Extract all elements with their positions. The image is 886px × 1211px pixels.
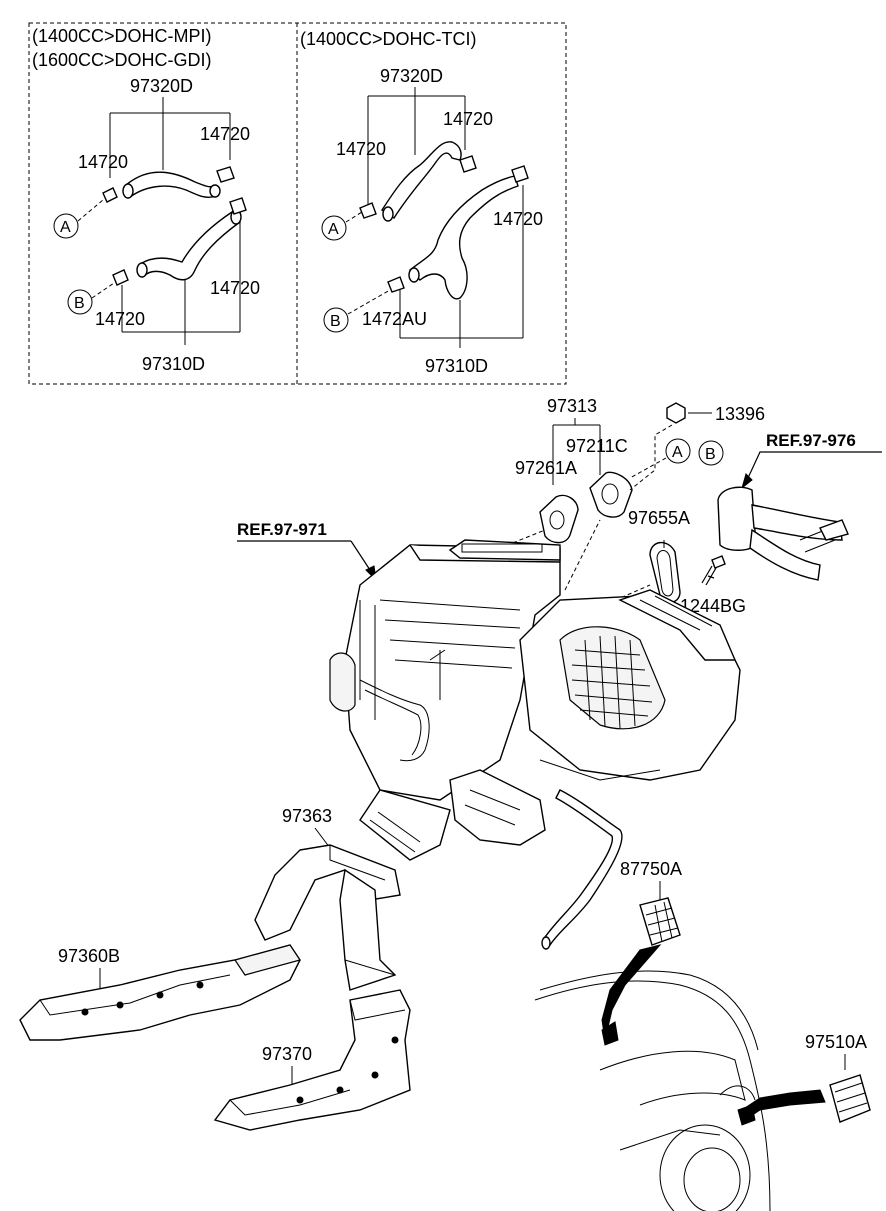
gasket-b-shape <box>589 471 633 518</box>
clamp-bottom-left-label: 14720 <box>95 309 145 329</box>
gasket-a-label: 97261A <box>515 458 577 478</box>
inset-right: (1400CC>DOHC-TCI) 97320D 14720 14720 147… <box>300 29 543 376</box>
nut-shape <box>666 402 686 424</box>
duct-rear-right-group: 97370 <box>213 989 411 1131</box>
car-body <box>534 970 771 1211</box>
marker-a-circle-right <box>321 215 347 241</box>
vent-rear-label: 97510A <box>805 1032 867 1052</box>
marker-a-right: A <box>328 221 339 238</box>
pipe-ref-group: REF.97-976 <box>717 431 882 581</box>
marker-a-left: A <box>60 219 71 236</box>
marker-b-right: B <box>330 313 341 330</box>
marker-b-main: B <box>705 446 716 463</box>
hose-bottom-label: 97310D <box>142 354 205 374</box>
marker-b-left: B <box>74 295 85 312</box>
duct-rear-left-group: 97360B <box>19 944 301 1041</box>
duct-upper-group: 97363 <box>254 806 401 991</box>
marker-b-circle-left <box>67 289 93 315</box>
marker-a-circle-main <box>665 438 691 464</box>
nut-group: 13396 A B <box>629 402 765 491</box>
hose-top-label-r: 97320D <box>380 66 443 86</box>
pipe-ref-label: REF.97-976 <box>766 431 856 450</box>
inset-left: (1400CC>DOHC-MPI) (1600CC>DOHC-GDI) 9732… <box>32 26 260 374</box>
vent-rear-group: 97510A <box>737 1032 871 1126</box>
gasket-set-label: 97313 <box>547 396 597 416</box>
hose-top-label: 97320D <box>130 76 193 96</box>
duct-rear-right-shape <box>213 989 411 1131</box>
bolt-shape <box>711 555 726 569</box>
variant-mpi-label: (1400CC>DOHC-MPI) <box>32 26 212 46</box>
clamp-top-right-label: 14720 <box>200 124 250 144</box>
variant-gdi-label: (1600CC>DOHC-GDI) <box>32 50 212 70</box>
hose-bottom-label-r: 97310D <box>425 356 488 376</box>
vent-roof-group: 87750A <box>601 859 682 1046</box>
bolt-group: 1244BG <box>680 555 746 616</box>
gasket-a-shape <box>539 494 579 544</box>
clamp-bottom-right-label: 14720 <box>210 278 260 298</box>
clamp-top-left-label: 14720 <box>78 152 128 172</box>
gasket-b-label: 97211C <box>566 436 628 456</box>
vent-rear-shape <box>829 1074 871 1123</box>
clamp-top-right-label-r: 14720 <box>443 109 493 129</box>
marker-b-circle-main <box>698 440 724 466</box>
duct-upper-label: 97363 <box>282 806 332 826</box>
duct-rear-right-label: 97370 <box>262 1044 312 1064</box>
marker-b-circle-right <box>323 307 349 333</box>
clamp-top-left-label-r: 14720 <box>336 139 386 159</box>
marker-a-main: A <box>672 444 683 461</box>
gasket-group: 97313 97211C 97261A <box>499 396 633 591</box>
bolt-label: 1244BG <box>680 596 746 616</box>
nut-label: 13396 <box>715 404 765 424</box>
variant-tci-label: (1400CC>DOHC-TCI) <box>300 29 477 49</box>
clamp-bottom-left-label-r: 1472AU <box>362 309 427 329</box>
inset-frames <box>28 22 567 385</box>
duct-rear-left-label: 97360B <box>58 946 120 966</box>
duct-upper-shape <box>254 844 401 941</box>
hvac-unit <box>329 539 741 950</box>
seal-label: 97655A <box>628 508 690 528</box>
vent-roof-label: 87750A <box>620 859 682 879</box>
heater-ref-label: REF.97-971 <box>237 520 327 539</box>
clamp-right-label-r: 14720 <box>493 209 543 229</box>
marker-a-circle-left <box>53 213 79 239</box>
heater-ref-group: REF.97-971 <box>237 520 377 582</box>
